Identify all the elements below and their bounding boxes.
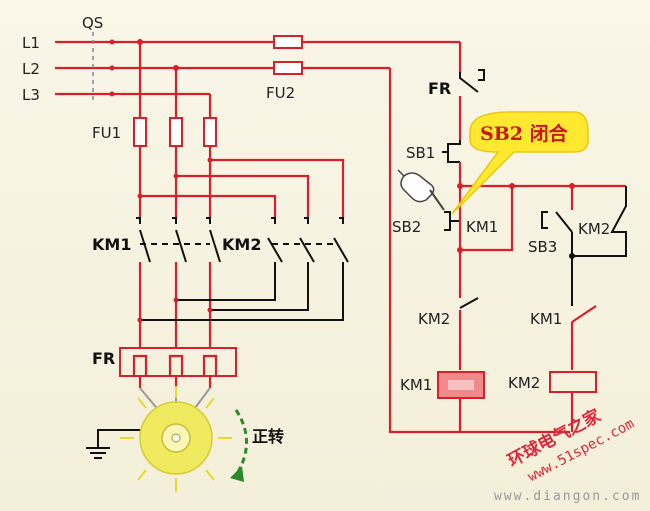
- label-fr-ctrl: FR: [428, 79, 451, 98]
- label-km1-coil: KM1: [400, 376, 432, 394]
- label-l2: L2: [22, 60, 40, 78]
- label-l1: L1: [22, 34, 40, 52]
- label-fu2: FU2: [266, 84, 295, 102]
- watermark-site: www.diangon.com: [494, 489, 641, 504]
- label-fr-main: FR: [92, 349, 115, 368]
- label-sb2: SB2: [392, 218, 421, 236]
- label-km2-hold: KM2: [578, 220, 610, 238]
- motor: [86, 386, 232, 492]
- label-sb3: SB3: [528, 238, 557, 256]
- rotation-arrow-icon: [230, 409, 248, 482]
- callout-bubble: [451, 111, 589, 215]
- pointing-hand-icon: [397, 169, 445, 211]
- label-km1-interlock: KM1: [530, 310, 562, 328]
- label-km2-main: KM2: [222, 235, 261, 254]
- label-km1-main: KM1: [92, 235, 131, 254]
- label-km2-interlock: KM2: [418, 310, 450, 328]
- label-fu1: FU1: [92, 124, 121, 142]
- main-power-circuit: [119, 42, 349, 413]
- control-circuit: [388, 42, 627, 434]
- label-km2-coil: KM2: [508, 374, 540, 392]
- label-qs: QS: [82, 14, 103, 32]
- label-sb1: SB1: [406, 144, 435, 162]
- label-rotation: 正转: [252, 427, 284, 446]
- callout-text: SB2 闭合: [480, 122, 569, 145]
- watermark-logo: 环球电气之家 www.51spec.com: [504, 405, 637, 485]
- supply-lines: [55, 32, 460, 100]
- fu2-fuses: [273, 35, 303, 75]
- label-l3: L3: [22, 86, 40, 104]
- label-km1-hold: KM1: [466, 218, 498, 236]
